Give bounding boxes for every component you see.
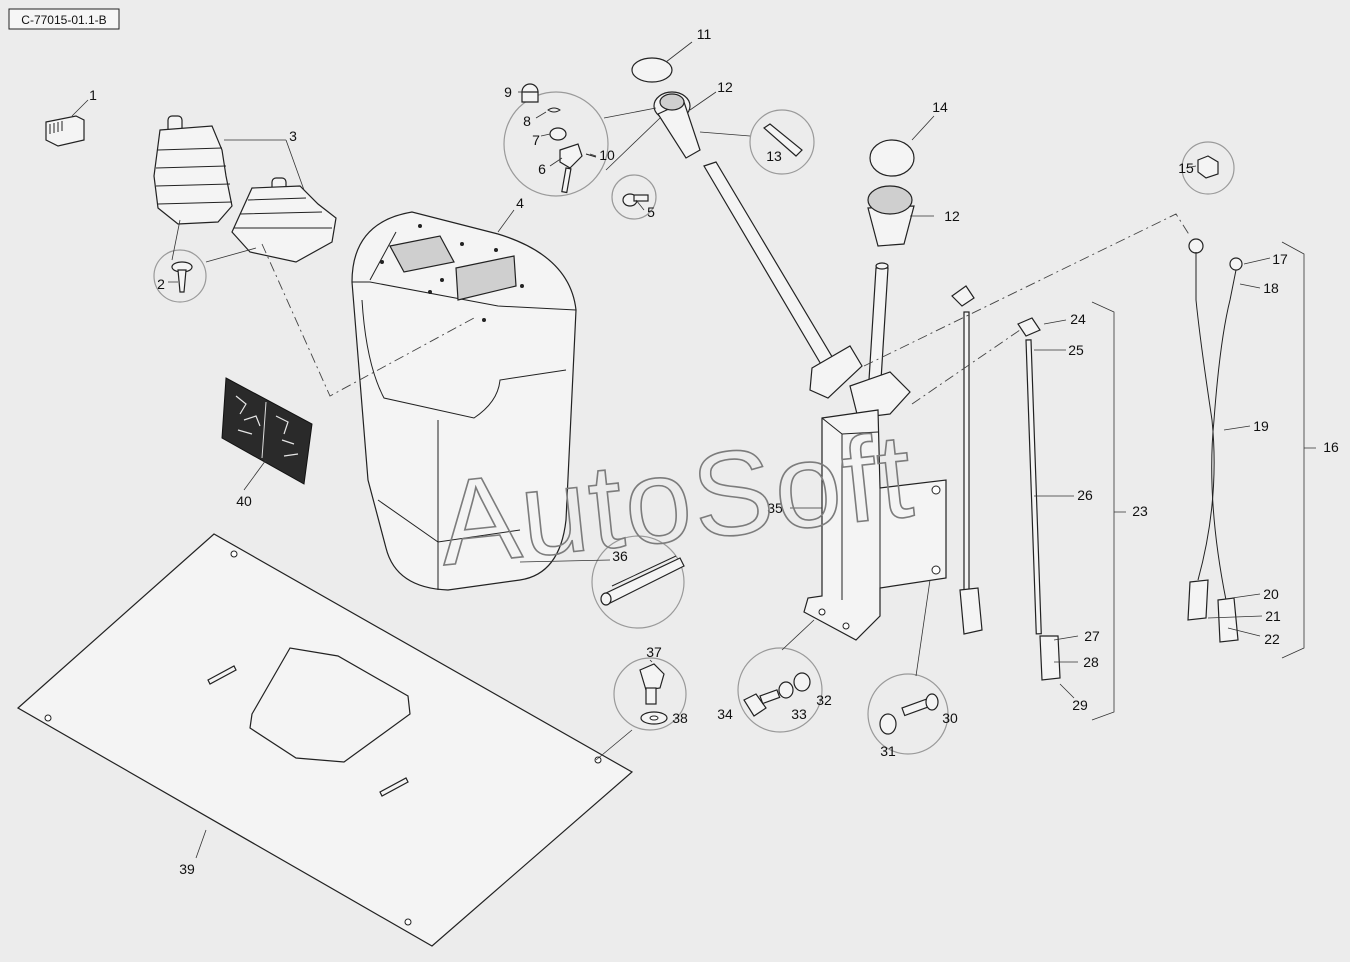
- callout-8: 8: [523, 113, 531, 129]
- callout-27: 27: [1084, 628, 1100, 644]
- part-39-floor-plate: [16, 533, 634, 947]
- callout-30: 30: [942, 710, 958, 726]
- callout-37: 37: [646, 644, 662, 660]
- callout-23: 23: [1132, 503, 1148, 519]
- part-32-34-fasteners: [737, 647, 823, 733]
- callout-numbers: 1 2 3 4 5 6 7 8 9 10 11 12 12 13 14 15 1…: [89, 26, 1339, 877]
- callout-9: 9: [504, 84, 512, 100]
- callout-10: 10: [599, 147, 615, 163]
- callout-16: 16: [1323, 439, 1339, 455]
- callout-24: 24: [1070, 311, 1086, 327]
- part-14-cap: [869, 139, 915, 177]
- linkage-cable-assembly: [1181, 141, 1243, 643]
- callout-22: 22: [1264, 631, 1280, 647]
- diagram-code-label: C-77015-01.1-B: [8, 8, 120, 30]
- part-36-strip: [591, 535, 685, 629]
- callout-19: 19: [1253, 418, 1269, 434]
- part-37-38-bolt-washer: [613, 657, 687, 731]
- callout-14: 14: [932, 99, 948, 115]
- part-40-decal: [221, 377, 313, 485]
- part-5-9-cluster: [503, 83, 657, 220]
- part-35-bracket: [803, 409, 947, 641]
- callout-3: 3: [289, 128, 297, 144]
- part-3-gaiter-right: [231, 177, 337, 263]
- reference-lines: [261, 213, 1191, 405]
- callout-34: 34: [717, 706, 733, 722]
- callout-6: 6: [538, 161, 546, 177]
- callout-20: 20: [1263, 586, 1279, 602]
- callout-28: 28: [1083, 654, 1099, 670]
- callout-39: 39: [179, 861, 195, 877]
- callout-11: 11: [697, 26, 712, 42]
- part-12-knob-lower: [867, 185, 915, 247]
- callout-35: 35: [767, 500, 783, 516]
- part-4-console-cover: [351, 211, 577, 591]
- callout-38: 38: [672, 710, 688, 726]
- leader-lines: [71, 41, 1271, 859]
- callout-29: 29: [1072, 697, 1088, 713]
- callout-17: 17: [1272, 251, 1288, 267]
- callout-15: 15: [1178, 160, 1194, 176]
- part-3-gaiter-left: [153, 115, 233, 225]
- callout-2: 2: [157, 276, 165, 292]
- callout-1: 1: [89, 87, 97, 103]
- callout-18: 18: [1263, 280, 1279, 296]
- callout-40: 40: [236, 493, 252, 509]
- callout-25: 25: [1068, 342, 1084, 358]
- linkage-rods: [951, 285, 1061, 681]
- part-11-cap: [631, 57, 673, 83]
- part-13-pin: [749, 109, 815, 175]
- callout-26: 26: [1077, 487, 1093, 503]
- group-brackets: [1091, 241, 1316, 721]
- part-12-knob-upper: [653, 91, 701, 159]
- callout-31: 31: [880, 743, 896, 759]
- callout-13: 13: [766, 148, 782, 164]
- callout-32: 32: [816, 692, 832, 708]
- callout-36: 36: [612, 548, 628, 564]
- callout-21: 21: [1265, 608, 1281, 624]
- diagram-code: C-77015-01.1-B: [21, 13, 106, 27]
- part-2-rivet: [153, 249, 207, 303]
- callout-33: 33: [791, 706, 807, 722]
- callout-7: 7: [532, 132, 540, 148]
- part-30-31-fasteners: [867, 673, 949, 755]
- part-1-clip: [45, 115, 85, 147]
- lever-rods: [703, 161, 911, 419]
- callout-12-upper: 12: [717, 79, 733, 95]
- callout-12-lower: 12: [944, 208, 960, 224]
- callout-5: 5: [647, 204, 655, 220]
- callout-4: 4: [516, 195, 524, 211]
